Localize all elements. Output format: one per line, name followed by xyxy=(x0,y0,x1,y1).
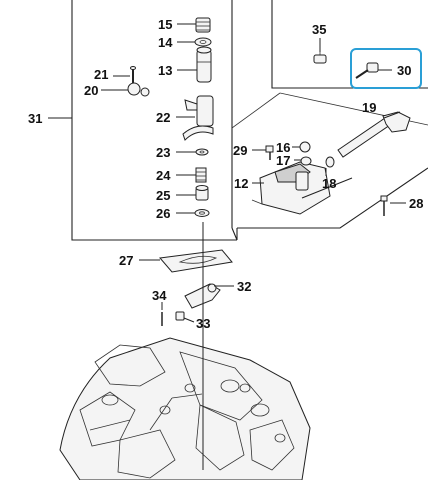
part-25-bushing xyxy=(195,185,209,201)
part-24-spring xyxy=(195,167,207,183)
callout-33: 33 xyxy=(196,316,210,331)
group-12-frame xyxy=(236,167,428,240)
callout-19: 19 xyxy=(362,100,376,115)
part-22-shift-fork xyxy=(182,95,214,141)
callout-16: 16 xyxy=(276,140,290,155)
part-21-pin xyxy=(130,66,136,84)
callout-22: 22 xyxy=(156,110,170,125)
callout-25: 25 xyxy=(156,188,170,203)
callout-13: 13 xyxy=(158,63,172,78)
callout-21: 21 xyxy=(94,67,108,82)
callout-29: 29 xyxy=(233,143,247,158)
part-30-highlight xyxy=(350,48,422,89)
part-20-lever xyxy=(127,82,150,97)
callout-27: 27 xyxy=(119,253,133,268)
callout-14: 14 xyxy=(158,35,173,50)
part-33-pin xyxy=(175,311,185,321)
part-26-washer xyxy=(194,209,210,217)
callout-31: 31 xyxy=(28,111,42,126)
part-14-washer xyxy=(194,37,212,47)
callout-35: 35 xyxy=(312,22,326,37)
callout-32: 32 xyxy=(237,279,251,294)
part-19-rod xyxy=(337,111,411,158)
callout-28: 28 xyxy=(409,196,423,211)
callout-26: 26 xyxy=(156,206,170,221)
transmission-housing xyxy=(59,337,311,480)
part-27-gasket xyxy=(159,249,233,273)
callout-leaders xyxy=(48,23,406,323)
callout-23: 23 xyxy=(156,145,170,160)
callout-18: 18 xyxy=(322,176,336,191)
part-28-bolt xyxy=(380,195,388,216)
part-12-cover xyxy=(251,161,331,215)
callout-34: 34 xyxy=(152,288,167,303)
part-17-seal xyxy=(300,156,312,166)
part-15-spring xyxy=(195,17,211,33)
part-23-washer xyxy=(195,148,209,156)
callout-labels: 15 14 13 21 20 22 31 23 24 25 26 27 35 3… xyxy=(28,17,423,331)
part-16-cap xyxy=(299,141,311,153)
callout-24: 24 xyxy=(156,168,171,183)
part-13-shaft xyxy=(196,46,212,83)
callout-12: 12 xyxy=(234,176,248,191)
callout-15: 15 xyxy=(158,17,172,32)
part-30-bolt xyxy=(355,62,379,79)
part-29-bolt xyxy=(265,145,274,160)
rod-connector-line xyxy=(301,177,353,199)
callout-20: 20 xyxy=(84,83,98,98)
part-18-oring xyxy=(325,156,335,168)
callout-17: 17 xyxy=(276,153,290,168)
callout-30: 30 xyxy=(397,63,411,78)
group-31-frame xyxy=(71,0,238,241)
